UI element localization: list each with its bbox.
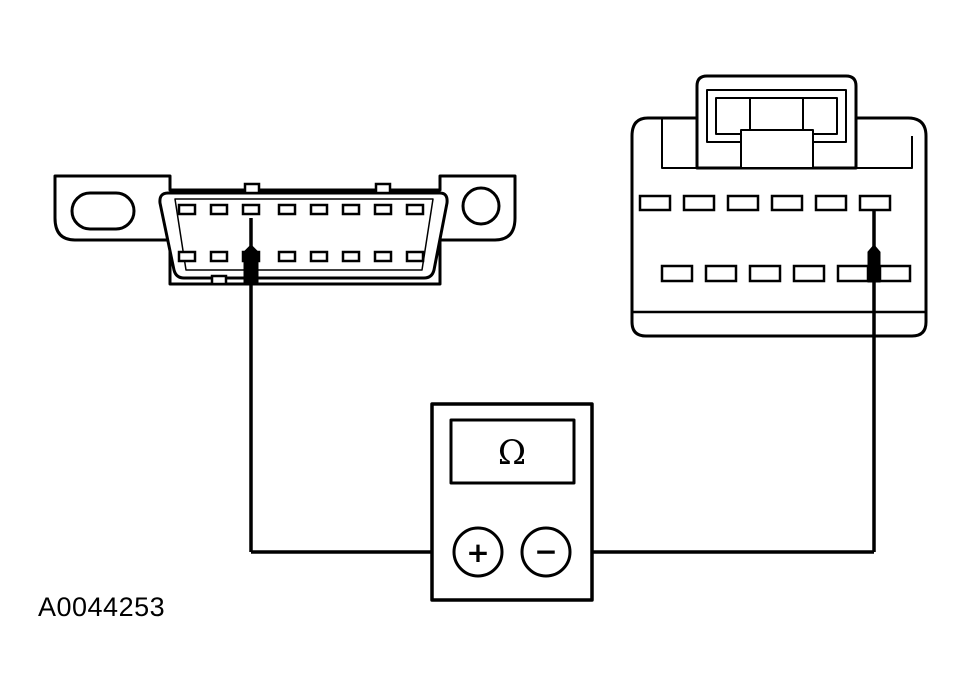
module-connector bbox=[630, 74, 928, 338]
positive-terminal bbox=[452, 526, 504, 578]
module-pin bbox=[704, 264, 738, 283]
ohmmeter: Ω + − bbox=[430, 402, 594, 602]
module-pin bbox=[878, 264, 912, 283]
dlc-connector bbox=[53, 174, 517, 286]
ohm-symbol: Ω bbox=[498, 433, 526, 473]
module-pin bbox=[638, 194, 672, 212]
meter-display bbox=[449, 418, 576, 485]
dlc-pin bbox=[309, 203, 329, 216]
dlc-pin bbox=[341, 250, 361, 263]
negative-terminal bbox=[520, 526, 572, 578]
dlc-pin bbox=[373, 250, 393, 263]
dlc-pin bbox=[277, 203, 297, 216]
dlc-pin bbox=[405, 250, 425, 263]
probe-tip bbox=[243, 244, 259, 285]
dlc-pin-row-top bbox=[177, 203, 425, 216]
dlc-pin bbox=[241, 203, 261, 216]
module-pin bbox=[814, 194, 848, 212]
module-pin bbox=[748, 264, 782, 283]
negative-terminal-label: − bbox=[534, 535, 557, 568]
dlc-pin bbox=[277, 250, 297, 263]
test-lead-positive bbox=[243, 218, 456, 554]
module-pin bbox=[660, 264, 694, 283]
dlc-pin-row-bottom bbox=[177, 250, 425, 263]
dlc-pin bbox=[405, 203, 425, 216]
dlc-pin bbox=[341, 203, 361, 216]
dlc-pin bbox=[177, 250, 197, 263]
module-pin-row-top bbox=[638, 194, 892, 212]
module-pin bbox=[682, 194, 716, 212]
figure-id: A0044253 bbox=[38, 592, 166, 622]
probe-tip bbox=[867, 244, 881, 283]
dlc-pin bbox=[373, 203, 393, 216]
positive-terminal-label: + bbox=[466, 536, 489, 569]
test-lead-negative bbox=[570, 210, 881, 554]
dlc-pin bbox=[209, 203, 229, 216]
module-pin bbox=[792, 264, 826, 283]
dlc-pin bbox=[209, 250, 229, 263]
module-pin bbox=[858, 194, 892, 212]
module-pin bbox=[726, 194, 760, 212]
dlc-pin bbox=[309, 250, 329, 263]
module-pin-row-bottom bbox=[660, 264, 912, 283]
dlc-pin bbox=[177, 203, 197, 216]
module-pin bbox=[770, 194, 804, 212]
module-pin bbox=[836, 264, 870, 283]
